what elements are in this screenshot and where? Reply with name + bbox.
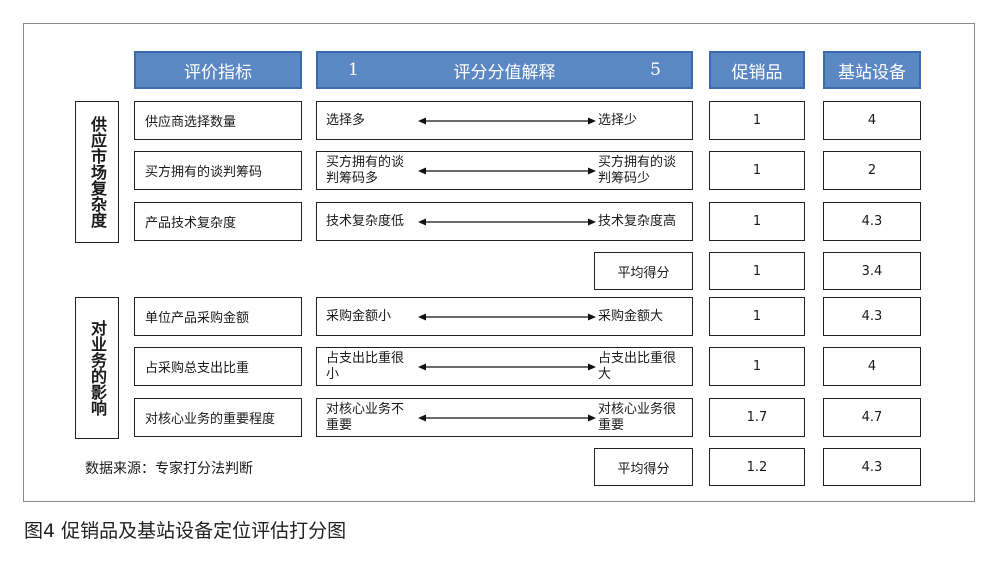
value-col2: 4 — [867, 113, 877, 128]
scale-left-text: 占支出比重很 小 — [326, 351, 405, 382]
scale-right-text: 占支出比重很 大 — [598, 351, 677, 382]
indicator-label: 供应商选择数量 — [145, 115, 237, 130]
indicator-label: 产品技术复杂度 — [145, 216, 237, 231]
scale-left-text: 买方拥有的谈 判筹码多 — [326, 155, 405, 186]
scale-high-label: 5 — [650, 60, 661, 80]
group-label-business-impact: 对业务的影响 — [75, 297, 119, 439]
value-col2: 4.3 — [861, 214, 883, 229]
header-col1: 促销品 — [709, 51, 805, 89]
scale-right-text: 对核心业务很 重要 — [598, 402, 677, 433]
value-col2-cell: 4.3 — [823, 297, 921, 336]
value-col2: 4.3 — [861, 309, 883, 324]
header-scale: 1 评分分值解释 5 — [316, 51, 693, 89]
average-value-col2-1: 3.4 — [823, 252, 921, 290]
scale-left-text: 对核心业务不 重要 — [326, 402, 405, 433]
indicator-cell: 买方拥有的谈判筹码 — [134, 151, 302, 190]
value-col2-cell: 4 — [823, 101, 921, 140]
value-col1-cell: 1 — [709, 202, 805, 241]
double-arrow-icon — [418, 414, 596, 422]
average-value-col1-2: 1.2 — [709, 448, 805, 486]
indicator-cell: 单位产品采购金额 — [134, 297, 302, 336]
double-arrow-icon — [418, 218, 596, 226]
source-note: 数据来源：专家打分法判断 — [85, 461, 253, 477]
value-col1-cell: 1.7 — [709, 398, 805, 437]
scale-right-text: 选择少 — [598, 113, 638, 128]
value-col1: 1.7 — [746, 410, 768, 425]
indicator-label: 占采购总支出比重 — [145, 361, 250, 376]
header-indicator: 评价指标 — [134, 51, 302, 89]
indicator-cell: 对核心业务的重要程度 — [134, 398, 302, 437]
indicator-label: 对核心业务的重要程度 — [145, 412, 276, 427]
value-col2-cell: 4.7 — [823, 398, 921, 437]
scale-right-text: 技术复杂度高 — [598, 214, 677, 229]
value-col2: 4 — [867, 359, 877, 374]
value-col2: 2 — [867, 163, 877, 178]
figure-frame — [23, 23, 975, 502]
value-col1: 1 — [752, 309, 762, 324]
figure-caption: 图4 促销品及基站设备定位评估打分图 — [24, 520, 347, 542]
double-arrow-icon — [418, 117, 596, 125]
group-label-supply-complexity: 供应市场复杂度 — [75, 101, 119, 243]
double-arrow-icon — [418, 313, 596, 321]
scale-low-label: 1 — [348, 60, 359, 80]
value-col2: 4.7 — [861, 410, 883, 425]
value-col1-cell: 1 — [709, 347, 805, 386]
value-col1: 1 — [752, 113, 762, 128]
indicator-cell: 产品技术复杂度 — [134, 202, 302, 241]
scale-left-text: 技术复杂度低 — [326, 214, 405, 229]
average-value-col1-1: 1 — [709, 252, 805, 290]
value-col1: 1 — [752, 214, 762, 229]
scale-left-text: 采购金额小 — [326, 309, 392, 324]
indicator-label: 买方拥有的谈判筹码 — [145, 165, 263, 180]
average-value-col2-2: 4.3 — [823, 448, 921, 486]
value-col2-cell: 2 — [823, 151, 921, 190]
double-arrow-icon — [418, 363, 596, 371]
indicator-cell: 占采购总支出比重 — [134, 347, 302, 386]
value-col1: 1 — [752, 359, 762, 374]
scale-right-text: 采购金额大 — [598, 309, 664, 324]
indicator-cell: 供应商选择数量 — [134, 101, 302, 140]
value-col1-cell: 1 — [709, 297, 805, 336]
value-col1-cell: 1 — [709, 151, 805, 190]
average-label-1: 平均得分 — [594, 252, 693, 290]
value-col1-cell: 1 — [709, 101, 805, 140]
double-arrow-icon — [418, 167, 596, 175]
value-col2-cell: 4 — [823, 347, 921, 386]
indicator-label: 单位产品采购金额 — [145, 311, 250, 326]
value-col2-cell: 4.3 — [823, 202, 921, 241]
scale-title: 评分分值解释 — [453, 62, 556, 83]
scale-right-text: 买方拥有的谈 判筹码少 — [598, 155, 677, 186]
value-col1: 1 — [752, 163, 762, 178]
average-label-2: 平均得分 — [594, 448, 693, 486]
header-col2: 基站设备 — [823, 51, 921, 89]
scale-left-text: 选择多 — [326, 113, 366, 128]
